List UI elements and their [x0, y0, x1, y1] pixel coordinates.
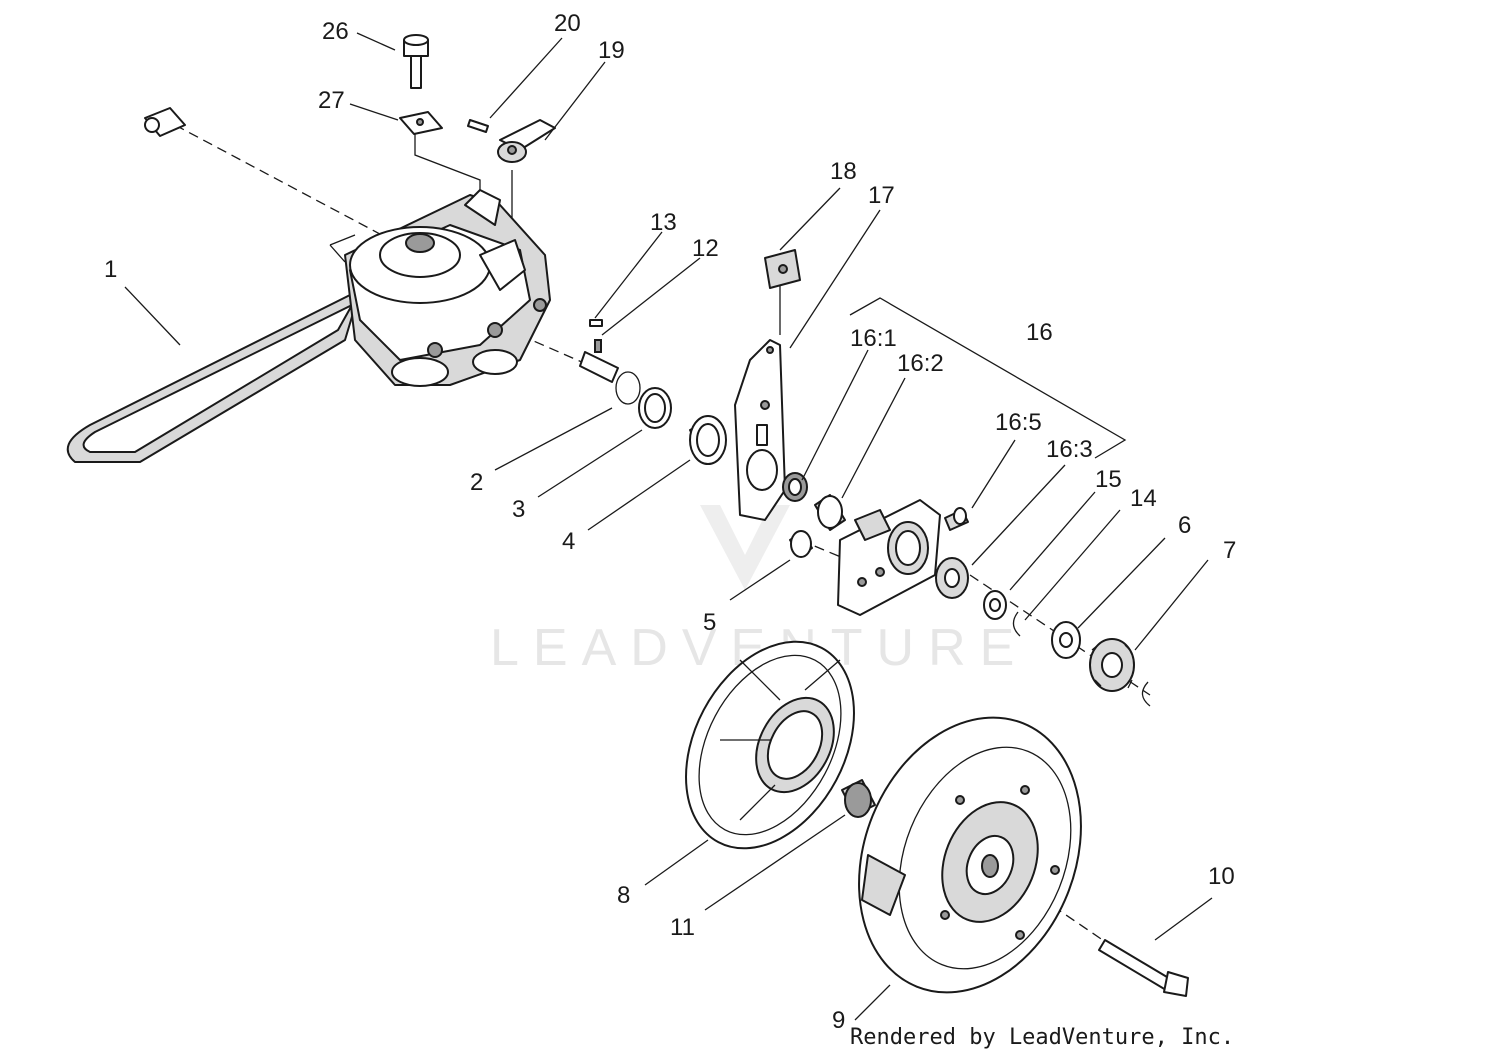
group-16-bracket: [849, 297, 1127, 459]
retaining-clip: [1141, 681, 1151, 707]
e-clip-14: [1012, 611, 1021, 637]
callout-14: 14: [1130, 485, 1157, 512]
bearing-16-1: [782, 472, 808, 502]
callout-19: 19: [598, 37, 625, 64]
axle-shaft: [579, 319, 619, 383]
washer-15: [983, 590, 1007, 620]
callout-11: 11: [670, 914, 695, 941]
wheel-9: [858, 716, 1082, 994]
wheel-bracket-16: [837, 499, 941, 616]
shift-lever-19: [497, 119, 556, 163]
bushing-4: [689, 415, 727, 465]
watermark-logo-icon: [700, 505, 790, 590]
callout-labels: 1 2 3 4 5 6 7 8 9 10 11 12 13 14 15 16 1…: [104, 10, 1236, 1034]
render-credit: Rendered by LeadVenture, Inc.: [850, 1025, 1234, 1050]
washer-16-3: [935, 557, 969, 599]
callout-26: 26: [322, 18, 349, 45]
pin-12: [594, 339, 602, 353]
callout-5: 5: [703, 609, 716, 636]
callout-9: 9: [832, 1007, 845, 1034]
key-13: [589, 319, 603, 327]
clip-nut-18: [764, 249, 801, 289]
callout-6: 6: [1178, 512, 1191, 539]
callout-12: 12: [692, 235, 719, 262]
leader-lines: [124, 32, 1213, 1021]
bushing-16-2: [814, 494, 846, 531]
washer-3: [638, 387, 672, 429]
callout-7: 7: [1223, 537, 1236, 564]
drive-belt: [66, 234, 361, 463]
snap-ring-2: [615, 371, 641, 405]
wheel-cover-8: [685, 640, 855, 850]
callout-10: 10: [1208, 863, 1235, 890]
spacer-16-5: [944, 507, 969, 531]
pin-20: [467, 119, 489, 133]
callout-16-3: 16:3: [1046, 436, 1093, 463]
bushing-11: [841, 779, 876, 818]
callout-13: 13: [650, 209, 677, 236]
callout-1: 1: [104, 256, 117, 283]
callout-15: 15: [1095, 466, 1122, 493]
callout-16-1: 16:1: [850, 325, 897, 352]
callout-8: 8: [617, 882, 630, 909]
callout-16: 16: [1026, 319, 1053, 346]
callout-16-2: 16:2: [897, 350, 944, 377]
axle-bolt-10: [1098, 939, 1189, 997]
callout-2: 2: [470, 469, 483, 496]
washer-6: [1051, 621, 1081, 659]
callout-18: 18: [830, 158, 857, 185]
callout-20: 20: [554, 10, 581, 37]
callout-4: 4: [562, 528, 575, 555]
bolt-26: [403, 34, 429, 89]
callout-27: 27: [318, 87, 345, 114]
callout-17: 17: [868, 182, 895, 209]
callout-16-5: 16:5: [995, 409, 1042, 436]
control-cable-end: [144, 107, 186, 137]
transmission-gearbox: [344, 189, 551, 387]
cable-clip-27: [399, 111, 443, 135]
height-bracket-17: [734, 339, 786, 521]
pinion-gear-7: [1089, 638, 1135, 692]
callout-3: 3: [512, 496, 525, 523]
bushing-5: [789, 530, 813, 558]
